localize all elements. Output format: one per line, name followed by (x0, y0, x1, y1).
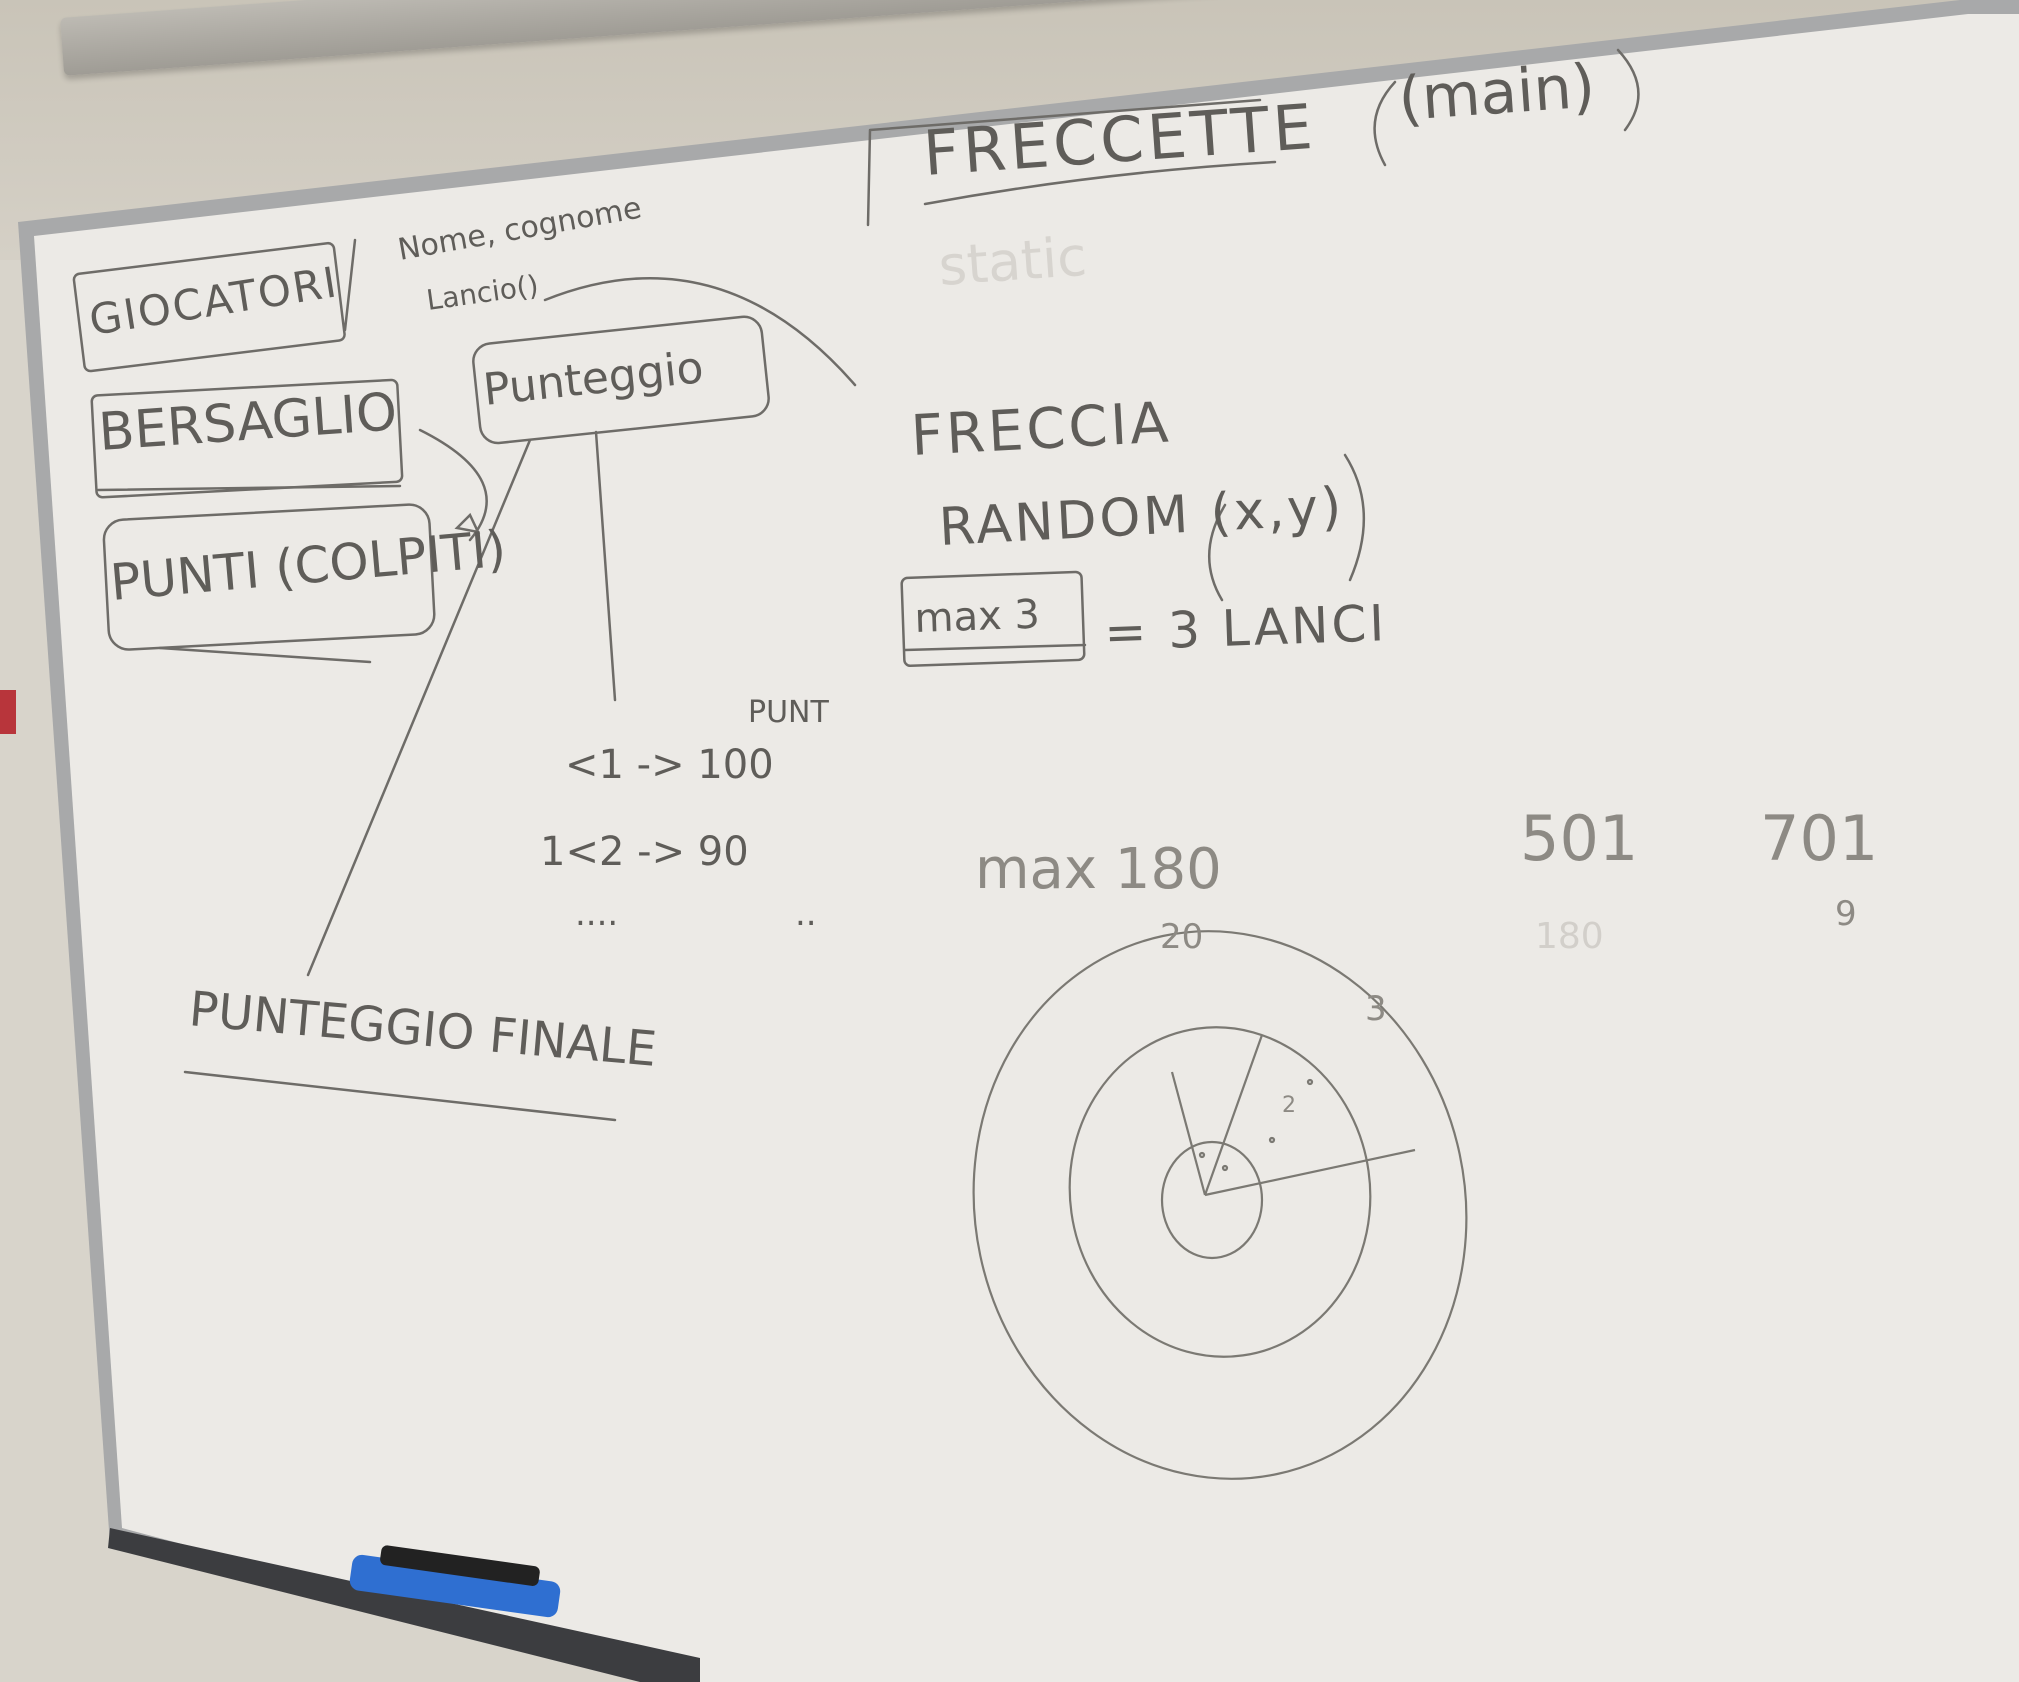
eraser (349, 1554, 561, 1618)
throws-text: = 3 LANCI (1103, 594, 1388, 662)
random-paren-left (1207, 503, 1227, 602)
points-header-text: PUNT (748, 695, 829, 730)
whiteboard-surface (34, 14, 2019, 1682)
title-underline (923, 160, 1277, 206)
score-down-line (594, 430, 617, 702)
rule-dots-left-text: .... (575, 894, 618, 934)
dartboard-sketch (972, 930, 1468, 1480)
main-paren-left (1373, 80, 1397, 167)
wall-sign-edge (0, 690, 16, 734)
ring-label-3: 3 (1365, 989, 1387, 1029)
target-box-outline (90, 378, 404, 499)
inherit-arrow (454, 512, 481, 534)
dartboard-middle-ring (1068, 1026, 1372, 1358)
dart-hit (1221, 1164, 1229, 1172)
points-underline (158, 646, 372, 664)
max-underline (903, 643, 1087, 652)
main-paren-right (1616, 48, 1640, 132)
eraser-handle (380, 1545, 540, 1586)
dartboard-bull (1160, 1140, 1264, 1260)
dart-hit (1306, 1078, 1314, 1086)
dartboard-radius-1 (1203, 1034, 1264, 1196)
faded-9-text: 9 (1835, 894, 1857, 934)
target-underline (96, 484, 402, 492)
rule-1-text: <1 -> 100 (565, 742, 774, 788)
dartboard-radius-3 (1204, 1148, 1416, 1197)
max-box-outline (900, 570, 1086, 668)
arrow-title-text: FRECCIA (909, 390, 1173, 469)
target-curve (418, 428, 488, 542)
score-link-line (306, 438, 532, 977)
dart-hit (1268, 1136, 1276, 1144)
title-faded: static (937, 225, 1089, 298)
ring-label-2: 2 (1282, 1093, 1296, 1118)
dartboard-radius-2 (1170, 1071, 1207, 1196)
game-501-text: 501 (1520, 802, 1638, 875)
max-box-text: max 3 (914, 592, 1041, 642)
points-box-outline (102, 503, 436, 651)
dart-hit (1198, 1151, 1206, 1159)
final-underline (183, 1070, 617, 1122)
max-score-text: max 180 (975, 837, 1222, 902)
dartboard-outer-ring (972, 930, 1468, 1480)
game-701-text: 701 (1760, 802, 1878, 875)
random-paren-right (1343, 453, 1365, 582)
rule-dots-right-text: .. (795, 894, 817, 934)
rule-2-text: 1<2 -> 90 (540, 829, 749, 875)
faded-180-text: 180 (1535, 916, 1604, 957)
player-divider (343, 238, 357, 332)
score-box-outline (472, 315, 770, 445)
player-box-outline (72, 241, 346, 373)
link-curve (543, 277, 857, 387)
ring-label-20: 20 (1160, 917, 1203, 957)
marker-tray (108, 1528, 700, 1682)
title-note: (main) (1396, 51, 1597, 135)
title-box (866, 98, 1262, 227)
